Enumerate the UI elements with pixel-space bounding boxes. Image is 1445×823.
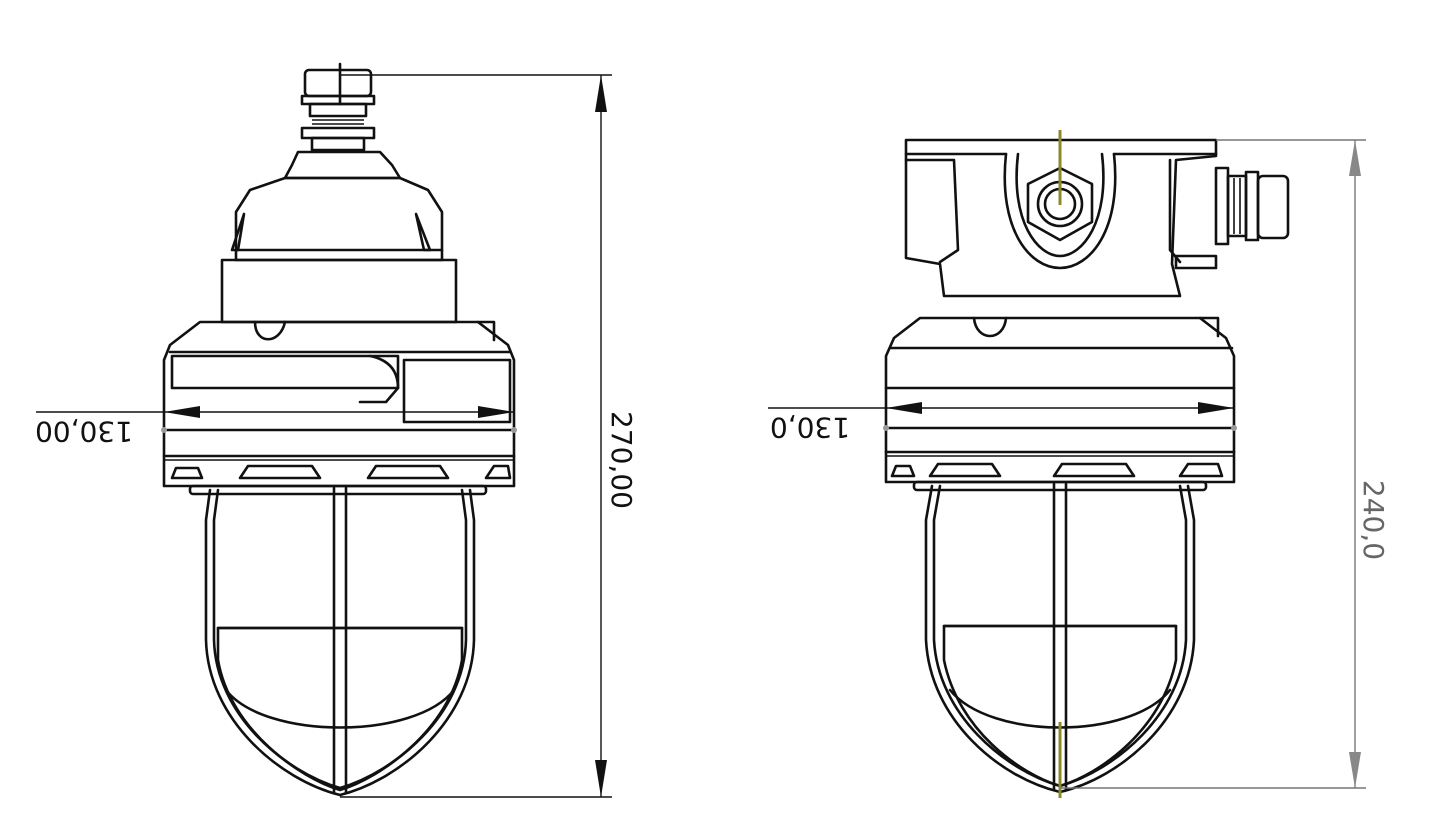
side-height-label: 240,0 [1357, 480, 1390, 560]
front-height-dimension: 270,00 [340, 74, 638, 798]
side-width-label: 130,0 [770, 411, 850, 444]
side-height-dimension: 240,0 [1060, 139, 1390, 789]
side-width-dimension: 130,0 [768, 402, 1237, 444]
bottom-lugs [170, 464, 512, 496]
front-view: 130,00 270,00 [35, 62, 638, 798]
front-width-label: 130,00 [35, 415, 133, 448]
housing-upper [220, 150, 458, 341]
cable-gland-top [300, 62, 376, 152]
front-height-label: 270,00 [605, 411, 638, 509]
side-housing-lower [884, 316, 1236, 492]
side-view: 130,0 240,0 [768, 130, 1390, 798]
guard-cage [204, 486, 476, 797]
housing-lower [162, 320, 516, 488]
front-width-dimension: 130,00 [35, 406, 517, 448]
side-cable-gland [1174, 166, 1290, 270]
